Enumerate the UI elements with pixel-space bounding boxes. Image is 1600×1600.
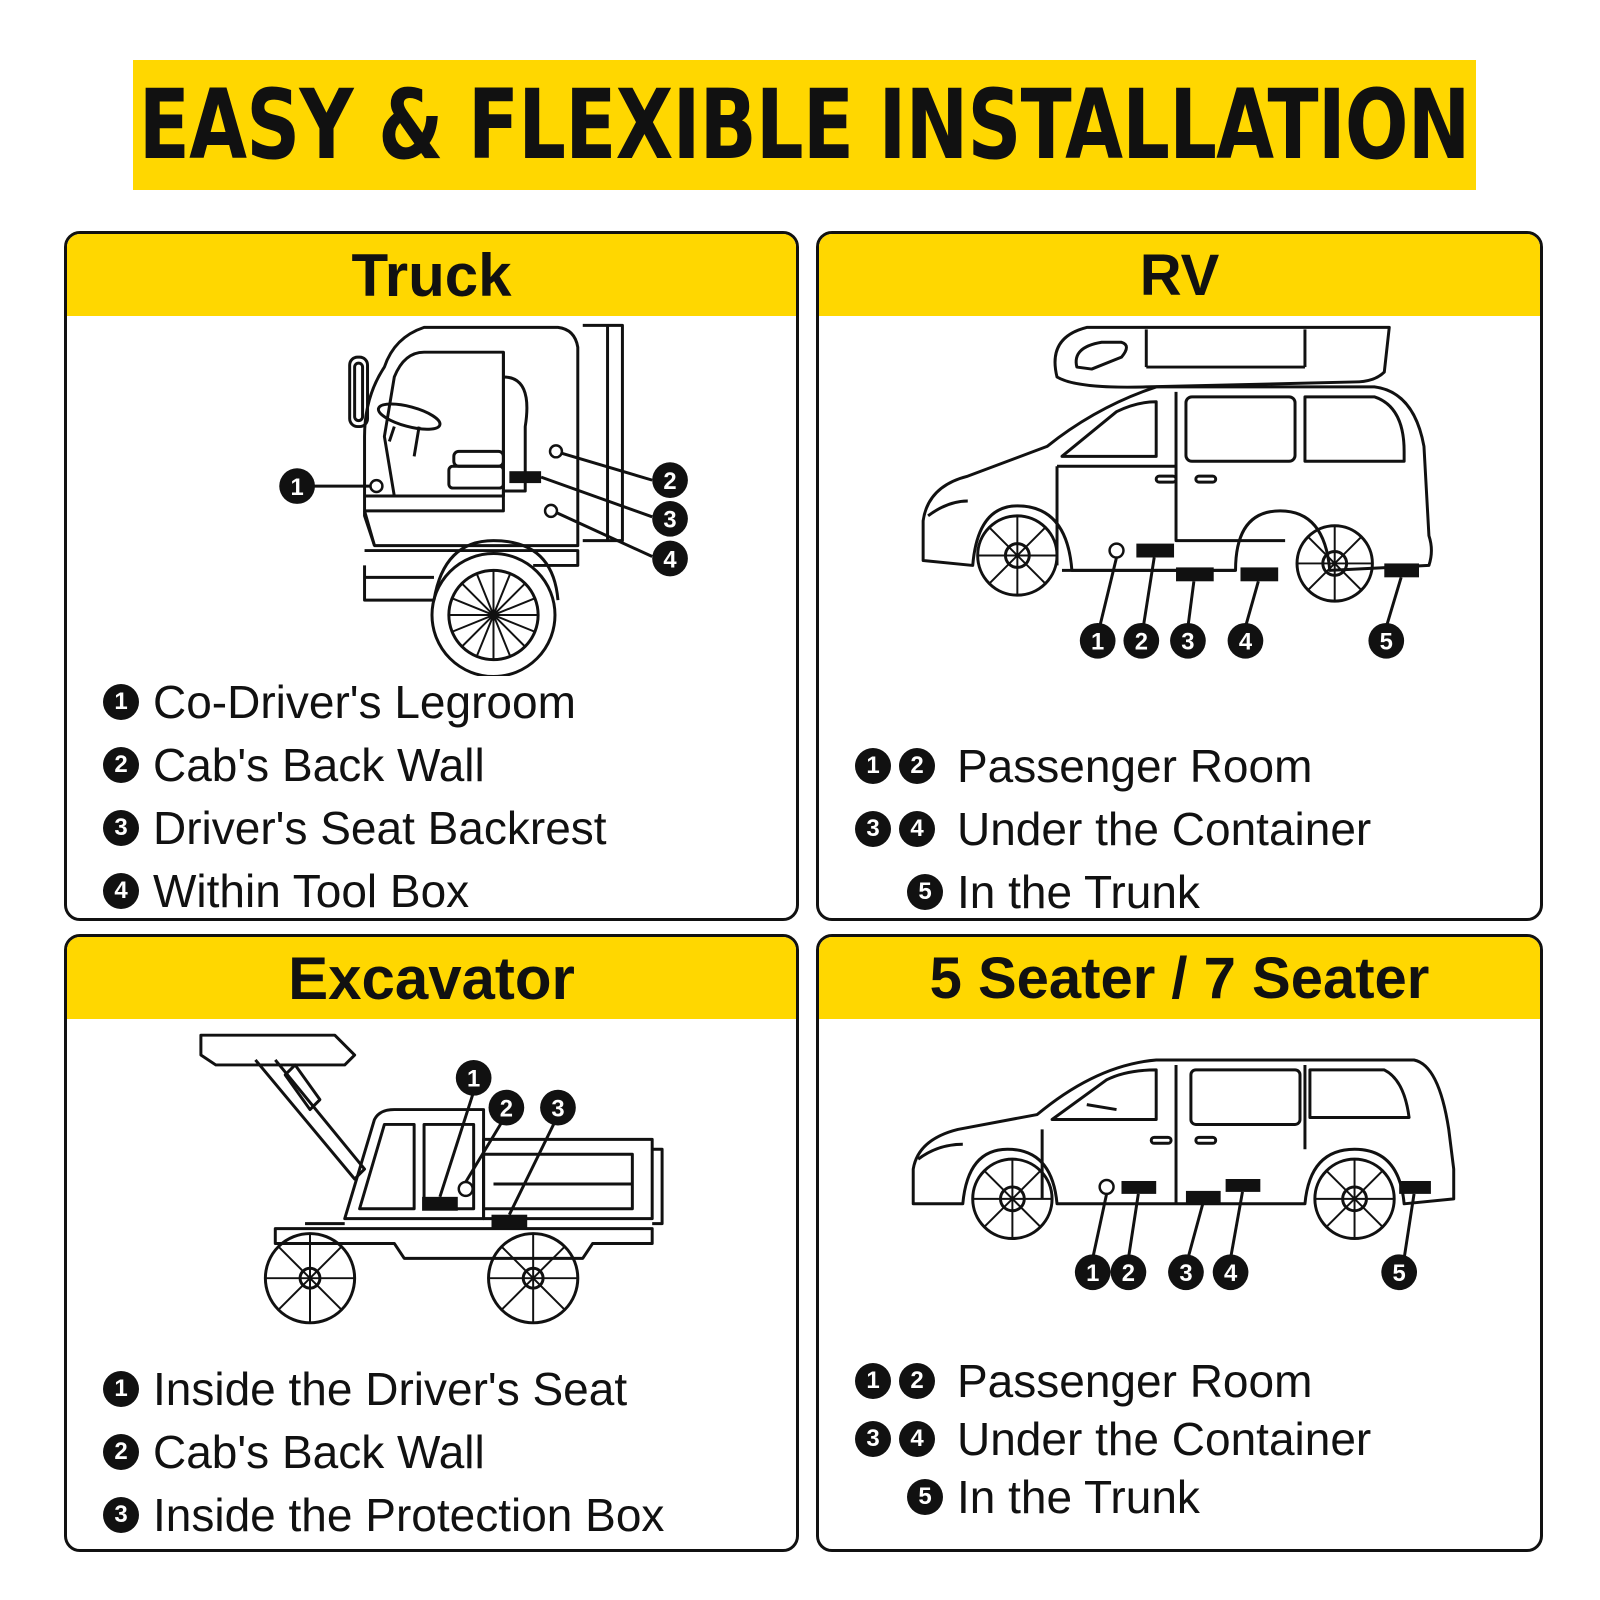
list-item: 1 Co-Driver's Legroom: [103, 670, 783, 733]
marker-2: 2: [1122, 1260, 1135, 1287]
title-banner: EASY & FLEXIBLE INSTALLATION: [133, 60, 1476, 190]
panel-excavator: Excavator: [64, 934, 799, 1552]
item-label: Passenger Room: [957, 739, 1313, 792]
number-badge: 2: [103, 746, 139, 783]
marker-3: 3: [1181, 629, 1194, 656]
car-illustration: 1 2 3 4 5: [911, 1058, 1456, 1291]
number-badge: 2: [899, 747, 935, 784]
excavator-illustration: 1 2 3: [199, 1033, 664, 1325]
marker-4: 4: [1239, 629, 1253, 656]
list-item: 1 Inside the Driver's Seat: [103, 1357, 783, 1420]
page-title: EASY & FLEXIBLE INSTALLATION: [139, 69, 1471, 181]
list-item: 2 Cab's Back Wall: [103, 1420, 783, 1483]
marker-4: 4: [1224, 1260, 1238, 1287]
truck-illustration: 1 2 3 4: [279, 323, 688, 676]
marker-4: 4: [663, 546, 677, 573]
item-label: Driver's Seat Backrest: [153, 801, 607, 854]
marker-5: 5: [1380, 629, 1393, 656]
marker-1: 1: [1091, 629, 1104, 656]
number-badge: 2: [899, 1363, 935, 1399]
item-label: Inside the Protection Box: [153, 1488, 665, 1541]
number-badge: 4: [899, 810, 935, 847]
list-item: 3 Driver's Seat Backrest: [103, 796, 783, 859]
number-badge: 3: [103, 1496, 139, 1533]
panel-header: 5 Seater / 7 Seater: [819, 937, 1540, 1019]
number-badge: 3: [103, 809, 139, 846]
number-badge: 1: [103, 683, 139, 720]
list-item: 5 In the Trunk: [855, 1468, 1535, 1526]
list-item: 1 2 Passenger Room: [855, 734, 1535, 797]
marker-1: 1: [467, 1066, 480, 1093]
panel-header: RV: [819, 234, 1540, 316]
panel-rv: RV: [816, 231, 1543, 921]
item-label: Under the Container: [957, 802, 1372, 855]
item-label: Inside the Driver's Seat: [153, 1362, 628, 1415]
number-badge: 1: [855, 747, 891, 784]
marker-2: 2: [1135, 629, 1148, 656]
rv-illustration: 1 2 3 4 5: [921, 325, 1433, 659]
item-label: Within Tool Box: [153, 864, 470, 917]
list-item: 3 4 Under the Container: [855, 1410, 1535, 1468]
number-badge: 2: [103, 1433, 139, 1470]
legend-list: 1 2 Passenger Room 3 4 Under the Contain…: [855, 1352, 1535, 1526]
legend-list: 1 Inside the Driver's Seat 2 Cab's Back …: [103, 1357, 783, 1546]
marker-3: 3: [663, 507, 676, 534]
marker-1: 1: [290, 474, 303, 501]
number-badge: 1: [103, 1370, 139, 1407]
legend-list: 1 2 Passenger Room 3 4 Under the Contain…: [855, 734, 1535, 918]
number-badge: 1: [855, 1363, 891, 1399]
panel-title: 5 Seater / 7 Seater: [929, 945, 1430, 1011]
marker-3: 3: [551, 1096, 564, 1123]
panel-title: Excavator: [288, 944, 575, 1012]
marker-1: 1: [1086, 1260, 1099, 1287]
number-badge: 3: [855, 1421, 891, 1457]
list-item: 4 Within Tool Box: [103, 859, 783, 918]
item-label: Co-Driver's Legroom: [153, 675, 576, 728]
panel-header: Excavator: [67, 937, 796, 1019]
panel-truck: Truck: [64, 231, 799, 921]
list-item: 1 2 Passenger Room: [855, 1352, 1535, 1410]
list-item: 3 Inside the Protection Box: [103, 1483, 783, 1546]
number-badge: 5: [907, 873, 943, 910]
item-label: Under the Container: [957, 1413, 1372, 1465]
item-label: In the Trunk: [957, 865, 1200, 918]
list-item: 2 Cab's Back Wall: [103, 733, 783, 796]
panel-title: RV: [1139, 242, 1220, 308]
marker-2: 2: [500, 1096, 513, 1123]
panel-title: Truck: [351, 241, 512, 309]
marker-3: 3: [1179, 1260, 1192, 1287]
panel-car: 5 Seater / 7 Seater: [816, 934, 1543, 1552]
list-item: 5 In the Trunk: [855, 860, 1535, 918]
number-badge: 4: [103, 872, 139, 909]
item-label: Cab's Back Wall: [153, 1425, 485, 1478]
item-label: In the Trunk: [957, 1471, 1200, 1523]
item-label: Cab's Back Wall: [153, 738, 485, 791]
marker-2: 2: [663, 468, 676, 495]
item-label: Passenger Room: [957, 1355, 1313, 1407]
list-item: 3 4 Under the Container: [855, 797, 1535, 860]
number-badge: 4: [899, 1421, 935, 1457]
number-badge: 5: [907, 1479, 943, 1515]
legend-list: 1 Co-Driver's Legroom 2 Cab's Back Wall …: [103, 670, 783, 918]
panel-header: Truck: [67, 234, 796, 316]
number-badge: 3: [855, 810, 891, 847]
marker-5: 5: [1393, 1260, 1406, 1287]
